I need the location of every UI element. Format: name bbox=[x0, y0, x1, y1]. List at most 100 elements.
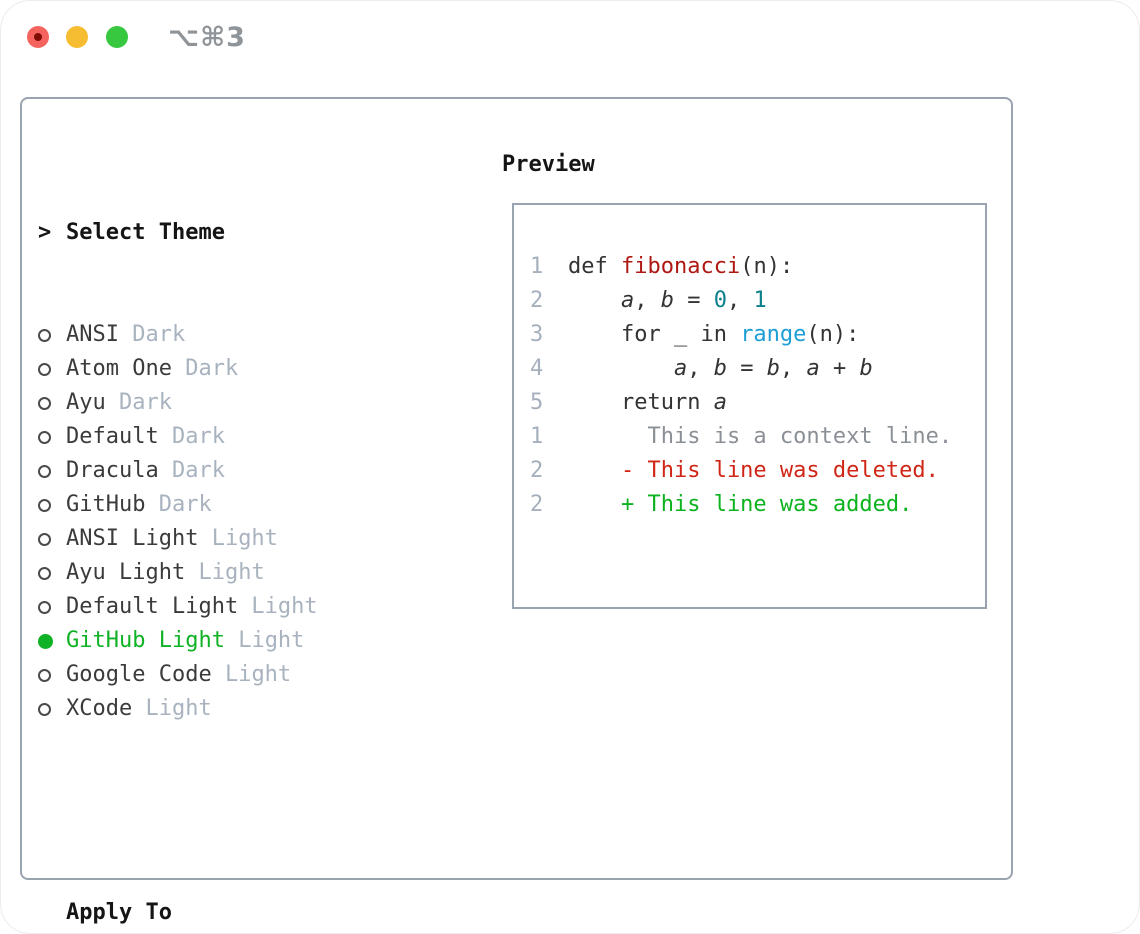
radio-icon bbox=[38, 702, 66, 716]
code-token-code: (n): bbox=[740, 254, 794, 279]
theme-option-default-light[interactable]: Default Light Light bbox=[38, 590, 409, 624]
radio-dot bbox=[38, 430, 51, 444]
radio-dot bbox=[38, 532, 51, 546]
theme-option-xcode[interactable]: XCode Light bbox=[38, 692, 409, 726]
variant-label: Dark bbox=[118, 322, 186, 347]
code-token-code: , bbox=[634, 288, 661, 313]
code-token-code: = bbox=[673, 288, 714, 313]
radio-dot bbox=[38, 396, 51, 410]
radio-icon bbox=[38, 532, 66, 546]
theme-option-atom-one[interactable]: Atom One Dark bbox=[38, 352, 409, 386]
radio-dot bbox=[38, 328, 51, 342]
variant-label: Dark bbox=[158, 424, 225, 449]
radio-dot bbox=[38, 464, 51, 478]
variant-label: Light bbox=[132, 696, 212, 721]
line-number: 1 bbox=[530, 424, 544, 449]
code-token-num: 0 bbox=[713, 288, 727, 313]
code-line: 1 def fibonacci(n): bbox=[530, 250, 985, 284]
radio-dot bbox=[38, 362, 51, 376]
code-token-num: 1 bbox=[753, 288, 767, 313]
line-number: 2 bbox=[530, 288, 544, 313]
code-token-deleted: - This line was deleted. bbox=[568, 458, 939, 483]
variant-label: Light bbox=[211, 662, 292, 687]
theme-option-ayu-light[interactable]: Ayu Light Light bbox=[38, 556, 409, 590]
select-theme-title: Select Theme bbox=[66, 220, 225, 245]
code-token-code: (n): bbox=[806, 322, 860, 347]
variant-label: Dark bbox=[105, 390, 172, 415]
code-token-code bbox=[568, 284, 621, 318]
variant-label: Dark bbox=[158, 458, 225, 483]
theme-option-ansi[interactable]: ANSI Dark bbox=[38, 318, 409, 352]
code-line: 4 a, b = b, a + b bbox=[530, 352, 985, 386]
option-label: Default bbox=[66, 424, 159, 449]
theme-option-github-light[interactable]: GitHub Light Light bbox=[38, 624, 409, 658]
theme-option-dracula[interactable]: Dracula Dark bbox=[38, 454, 409, 488]
code-token-code: , bbox=[687, 356, 714, 381]
code-line: 5 return a bbox=[530, 386, 985, 420]
code-token-code: for _ in bbox=[568, 322, 741, 347]
code-token-var: a bbox=[673, 356, 688, 381]
code-token-var: b bbox=[660, 288, 674, 313]
code-token-code: return bbox=[568, 390, 714, 415]
variant-label: Light bbox=[238, 594, 318, 619]
code-token-added: + This line was added. bbox=[568, 492, 913, 517]
radio-icon bbox=[38, 464, 66, 478]
code-token-var: a bbox=[620, 288, 635, 313]
radio-icon bbox=[38, 396, 66, 410]
code-token-code bbox=[568, 352, 674, 386]
variant-label: Light bbox=[185, 560, 265, 585]
option-label: Google Code bbox=[66, 662, 212, 687]
minimize-button[interactable] bbox=[66, 26, 88, 48]
code-token-var: b bbox=[766, 356, 780, 381]
option-label: ANSI Light bbox=[66, 526, 199, 551]
theme-option-default[interactable]: Default Dark bbox=[38, 420, 409, 454]
select-theme-header: > Select Theme bbox=[38, 216, 409, 250]
line-number: 2 bbox=[530, 492, 544, 517]
code-token-var: a bbox=[713, 390, 727, 415]
option-label: Dracula bbox=[66, 458, 159, 483]
line-number: 1 bbox=[530, 254, 544, 279]
code-line: 3 for _ in range(n): bbox=[530, 318, 985, 352]
apply-to-header: Apply To bbox=[38, 896, 409, 930]
radio-icon bbox=[38, 328, 66, 342]
radio-dot bbox=[38, 668, 51, 682]
radio-icon bbox=[38, 498, 66, 512]
window-title: ⌥⌘3 bbox=[168, 22, 246, 53]
code-token-var: a bbox=[806, 356, 820, 381]
code-token-code: = bbox=[726, 356, 767, 381]
code-token-code: , bbox=[726, 288, 754, 313]
option-label: Atom One bbox=[66, 356, 172, 381]
code-token-func: fibonacci bbox=[620, 254, 741, 279]
theme-option-ansi-light[interactable]: ANSI Light Light bbox=[38, 522, 409, 556]
code-token-code: + bbox=[819, 356, 860, 381]
titlebar: ⌥⌘3 bbox=[0, 0, 1140, 75]
theme-option-ayu[interactable]: Ayu Dark bbox=[38, 386, 409, 420]
code-token-var: b bbox=[859, 356, 873, 381]
code-token-builtin: range bbox=[740, 322, 807, 347]
code-token-code: , bbox=[779, 356, 807, 381]
radio-dot bbox=[38, 600, 51, 614]
code-line: 2 a, b = 0, 1 bbox=[530, 284, 985, 318]
option-label: Ayu Light bbox=[66, 560, 186, 585]
option-label: XCode bbox=[66, 696, 133, 721]
theme-option-google-code[interactable]: Google Code Light bbox=[38, 658, 409, 692]
preview-title: Preview bbox=[502, 152, 595, 177]
radio-icon bbox=[38, 362, 66, 376]
theme-option-github[interactable]: GitHub Dark bbox=[38, 488, 409, 522]
radio-icon bbox=[38, 566, 66, 580]
spacer bbox=[38, 794, 409, 828]
close-button[interactable] bbox=[27, 26, 49, 48]
line-number: 3 bbox=[530, 322, 544, 347]
radio-dot bbox=[38, 633, 53, 649]
variant-label: Dark bbox=[171, 356, 239, 381]
radio-dot bbox=[38, 498, 51, 512]
radio-icon bbox=[38, 430, 66, 444]
line-number: 2 bbox=[530, 458, 544, 483]
option-label: GitHub Light bbox=[66, 628, 225, 653]
zoom-button[interactable] bbox=[106, 26, 128, 48]
code-token-code: def bbox=[568, 254, 621, 279]
variant-label: Light bbox=[224, 628, 305, 653]
